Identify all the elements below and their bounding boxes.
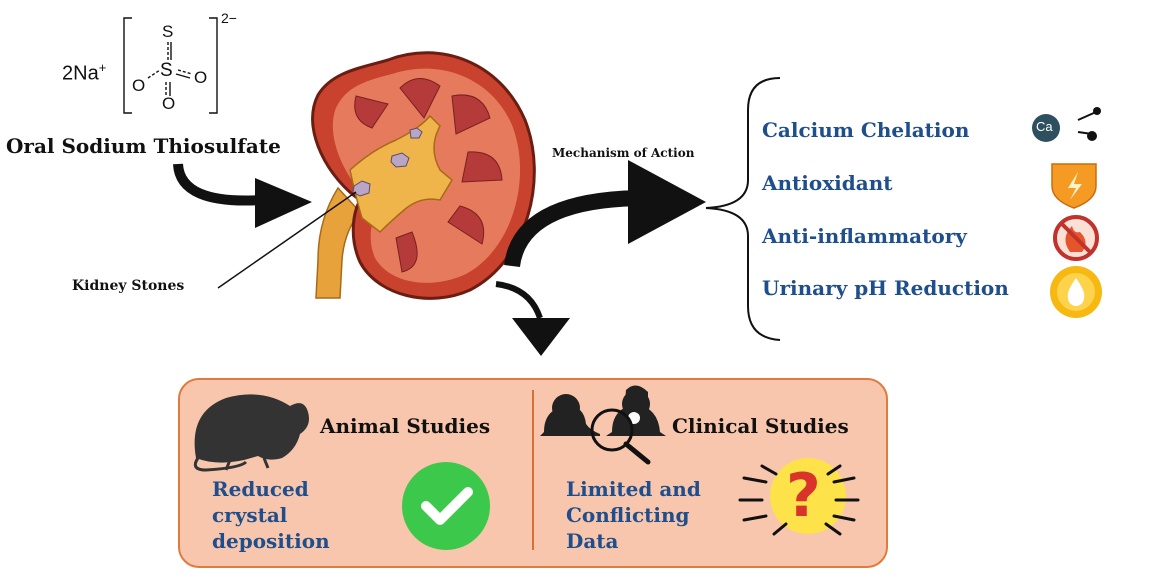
- no-fire-icon: [1053, 215, 1099, 261]
- formula-charge: 2−: [221, 10, 237, 26]
- animal-result-line: crystal: [212, 503, 288, 527]
- kidney-stones-label: Kidney Stones: [72, 278, 185, 294]
- kidney-stones-pointer: [217, 191, 357, 289]
- check-icon: [402, 462, 490, 550]
- clinical-result: Limited and Conflicting Data: [566, 476, 701, 554]
- input-arrow: [173, 163, 312, 228]
- calcium-chelation-icon: [1032, 107, 1101, 142]
- atom-o-bottom: O: [162, 94, 176, 113]
- doctors-magnifier-icon: [540, 385, 666, 465]
- counter-ion-text: 2Na: [62, 62, 99, 85]
- animal-result-line: Reduced: [212, 477, 309, 501]
- atom-s-top: S: [162, 22, 174, 41]
- mechanism-item-urinary-ph-reduction: Urinary pH Reduction: [762, 276, 1009, 300]
- drop-icon: [1050, 266, 1102, 318]
- page-title: Oral Sodium Thiosulfate: [6, 134, 281, 158]
- clinical-studies-title: Clinical Studies: [672, 414, 849, 438]
- mechanism-item-anti-inflammatory: Anti-inflammatory: [762, 224, 967, 248]
- mechanism-item-antioxidant: Antioxidant: [762, 171, 893, 195]
- shield-lightning-icon: [1051, 163, 1097, 209]
- rat-icon: [193, 394, 309, 472]
- clinical-result-line: Data: [566, 529, 619, 553]
- calcium-icon-label: Ca: [1036, 119, 1053, 134]
- down-arrow: [495, 281, 570, 356]
- clinical-result-line: Limited and: [566, 477, 701, 501]
- mechanism-item-calcium-chelation: Calcium Chelation: [762, 118, 970, 142]
- atom-o-right: O: [194, 68, 208, 87]
- atom-s-center: S: [160, 60, 173, 81]
- animal-studies-title: Animal Studies: [320, 414, 491, 438]
- animal-result-line: deposition: [212, 529, 330, 553]
- mechanism-arrow: [504, 160, 706, 268]
- question-icon: [738, 458, 860, 536]
- atom-o-left: O: [132, 76, 146, 95]
- question-mark-glyph: ?: [786, 461, 821, 531]
- brace: [705, 77, 781, 341]
- formula-structure: [123, 17, 218, 114]
- mechanism-label: Mechanism of Action: [552, 146, 695, 160]
- kidney-illustration: [311, 51, 536, 300]
- animal-result: Reduced crystal deposition: [212, 476, 330, 554]
- counter-ion-charge: +: [98, 60, 107, 75]
- counter-ion: 2Na+: [62, 60, 106, 86]
- clinical-result-line: Conflicting: [566, 503, 690, 527]
